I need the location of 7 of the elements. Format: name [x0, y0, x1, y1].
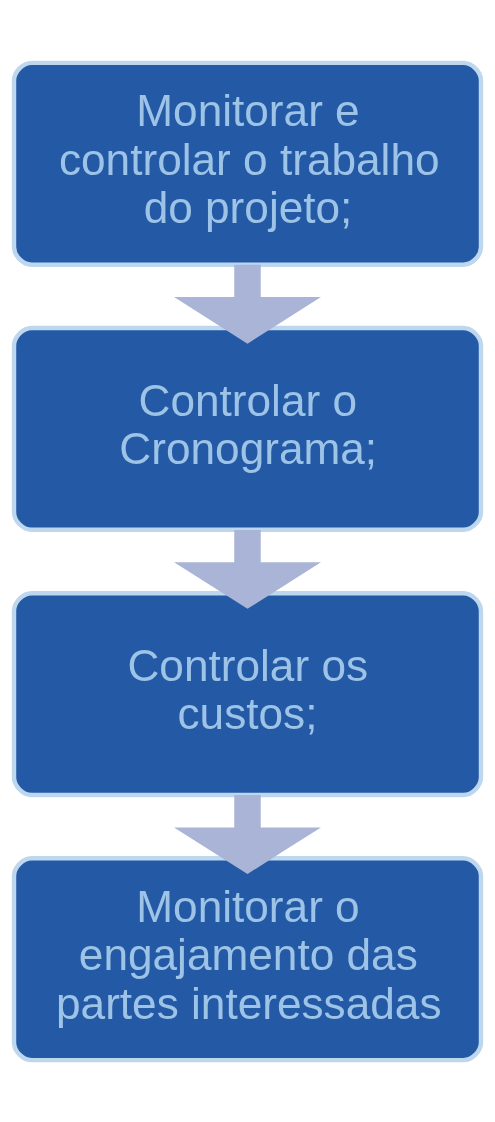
node-box: Controlar os custos;	[11, 590, 484, 797]
node-box: Monitorar o engajamento das partes interessadas	[11, 855, 484, 1062]
node-box: Monitorar e controlar o trabalho do projeto;	[11, 60, 484, 267]
node-box: Controlar o Cronograma;	[11, 325, 484, 532]
arrow	[174, 794, 321, 874]
arrow	[174, 529, 321, 609]
arrow	[174, 264, 321, 344]
